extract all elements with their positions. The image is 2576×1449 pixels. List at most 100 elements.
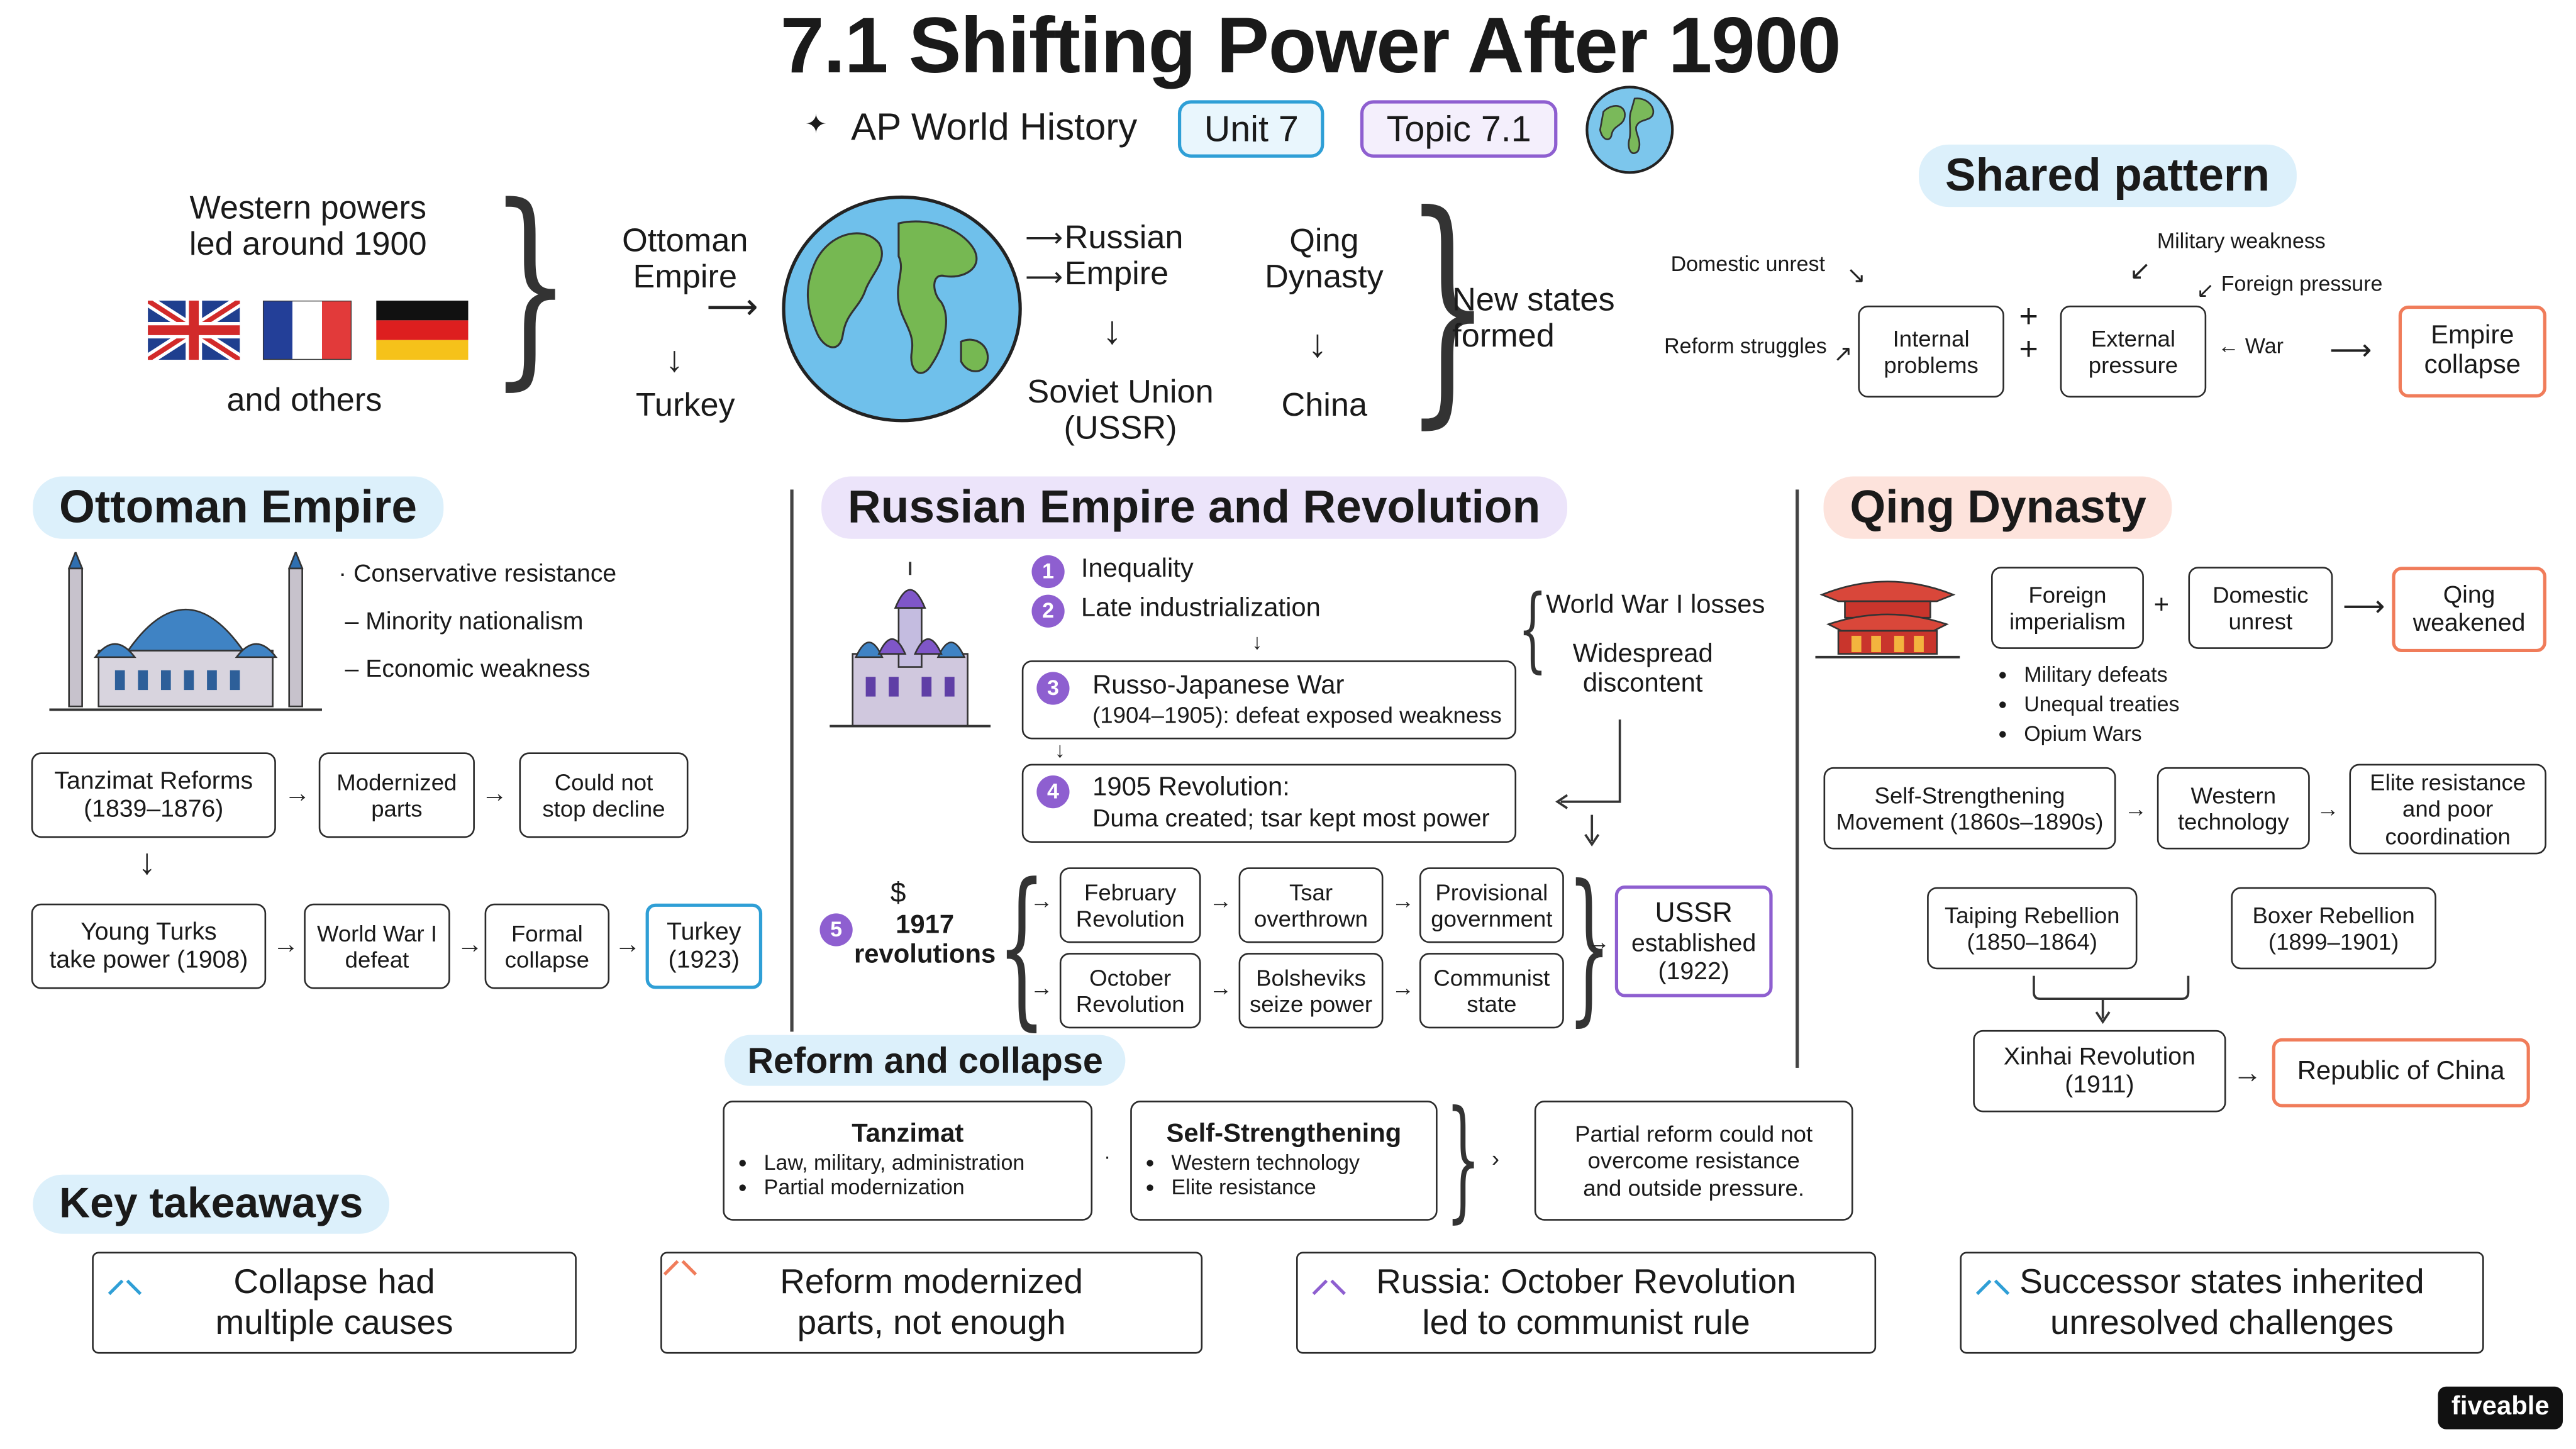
arrow-right-icon: ⟶: [2342, 589, 2385, 623]
russo-japanese-war-box: 3 Russo-Japanese War(1904–1905): defeat …: [1021, 660, 1517, 740]
france-flag-icon: [262, 301, 352, 360]
arrow-down-icon: ↓: [138, 841, 157, 882]
foreign-pressure-label: Foreign pressure: [2221, 271, 2383, 296]
spark-icon: ⸝⸜: [1311, 1258, 1348, 1300]
number-3-badge: 3: [1036, 672, 1070, 705]
turkey-1923-box: Turkey(1923): [645, 903, 763, 989]
globe-icon: [1585, 86, 1674, 174]
arrow-right-icon: →: [614, 931, 641, 960]
arrow-right-icon: →: [2232, 1056, 2262, 1089]
russia-section-title: Russian Empire and Revolution: [821, 476, 1567, 540]
arrow-curved-icon: ↙: [2129, 258, 2151, 286]
unit-badge: Unit 7: [1177, 100, 1325, 158]
wwi-brace: {: [1518, 576, 1548, 684]
arrow-right-icon: →: [457, 931, 483, 960]
tanzimat-reforms-box: Tanzimat Reforms(1839–1876): [31, 752, 276, 838]
uk-flag-icon: [148, 301, 240, 360]
self-strengthening-reform-box: Self-Strengthening Western technology El…: [1130, 1101, 1438, 1221]
arrow-right-icon: →: [1209, 974, 1233, 1001]
ussr-brace: }: [1567, 849, 1611, 1042]
arrow-down-icon: ↓: [1102, 309, 1123, 353]
arrow-right-icon: ⟶: [2329, 333, 2372, 367]
domestic-unrest-label: Domestic unrest: [1670, 251, 1825, 276]
arrow-right-icon: →: [1209, 887, 1233, 914]
arrow-down-icon: ↓: [1055, 737, 1066, 763]
page-title: 7.1 Shifting Power After 1900: [780, 3, 1841, 91]
boxer-rebellion-box: Boxer Rebellion(1899–1901): [2231, 887, 2436, 970]
western-powers-label: Western powers led around 1900: [189, 191, 427, 264]
china-overview-label: China: [1281, 387, 1368, 424]
star-icon: ✦: [804, 111, 827, 140]
palace-icon: [1815, 580, 1960, 658]
discontent-label: Widespread discontent: [1572, 640, 1713, 698]
wwi-losses-label: World War I losses: [1546, 591, 1765, 619]
ottoman-overview-label: Ottoman Empire: [622, 223, 748, 297]
arrow-curved-icon: ↙: [2196, 277, 2215, 303]
plus-icon: +: [2019, 299, 2038, 335]
qing-section-title: Qing Dynasty: [1823, 476, 2173, 540]
arrow-right-icon: →: [481, 780, 508, 809]
arrow-down-icon: ↓: [1252, 629, 1263, 654]
reform-section-title: Reform and collapse: [724, 1035, 1126, 1087]
tanzimat-title: Tanzimat: [852, 1121, 964, 1149]
number-1-badge: 1: [1031, 555, 1065, 589]
xinhai-revolution-box: Xinhai Revolution(1911): [1973, 1030, 2226, 1113]
and-others-label: and others: [226, 382, 382, 419]
russian-overview-label: Russian Empire: [1064, 220, 1184, 293]
arrow-down-icon: ↓: [1307, 321, 1328, 367]
ottoman-factor-1: · Conservative resistance: [338, 560, 617, 589]
merge-connector: [2033, 975, 2190, 1024]
military-weakness-label: Military weakness: [2157, 228, 2326, 253]
fiveable-logo: fiveable: [2438, 1386, 2563, 1430]
arrow-right-icon: ⟶: [1025, 225, 1063, 253]
number-5-badge: 5: [819, 913, 853, 947]
spark-icon: ⸝⸜: [662, 1238, 699, 1280]
war-label: ← War: [2218, 333, 2284, 358]
arrow-curved-icon: ↘: [1846, 261, 1866, 288]
dollar-icon: $: [890, 877, 906, 909]
shared-pattern-title: Shared pattern: [1919, 144, 2296, 208]
inequality-label: Inequality: [1080, 555, 1194, 584]
arrow-right-icon: ›: [1491, 1145, 1500, 1172]
ottoman-section-title: Ottoman Empire: [33, 476, 443, 540]
germany-flag-icon: [376, 301, 469, 360]
arrow-curved-icon: ↗: [1833, 340, 1853, 367]
spark-icon: ⸝⸜: [106, 1258, 143, 1300]
revolutions-brace: {: [997, 846, 1046, 1046]
republic-of-china-box: Republic of China: [2272, 1038, 2530, 1108]
course-label: AP World History: [851, 105, 1138, 148]
section-divider: [790, 489, 793, 1032]
number-2-badge: 2: [1031, 594, 1065, 628]
taiping-rebellion-box: Taiping Rebellion(1850–1864): [1927, 887, 2138, 970]
ottoman-factor-2: – Minority nationalism: [345, 608, 584, 636]
topic-badge: Topic 7.1: [1360, 100, 1558, 158]
arrow-right-icon: →: [1587, 928, 1610, 955]
1917-revolutions-label: 1917 revolutions: [854, 911, 996, 969]
qing-overview-label: Qing Dynasty: [1265, 223, 1384, 297]
bullet-dot: ·: [1104, 1145, 1111, 1169]
reform-brace: }: [1445, 1082, 1481, 1236]
1905-revolution-box: 4 1905 Revolution:Duma created; tsar kep…: [1021, 763, 1517, 843]
new-states-brace: }: [1404, 164, 1491, 450]
arrow-right-icon: →: [1030, 887, 1053, 914]
new-states-label: New states formed: [1452, 282, 1615, 356]
arrow-right-icon: →: [2124, 795, 2148, 822]
section-divider: [1796, 489, 1799, 1068]
turkey-overview-label: Turkey: [635, 387, 735, 424]
